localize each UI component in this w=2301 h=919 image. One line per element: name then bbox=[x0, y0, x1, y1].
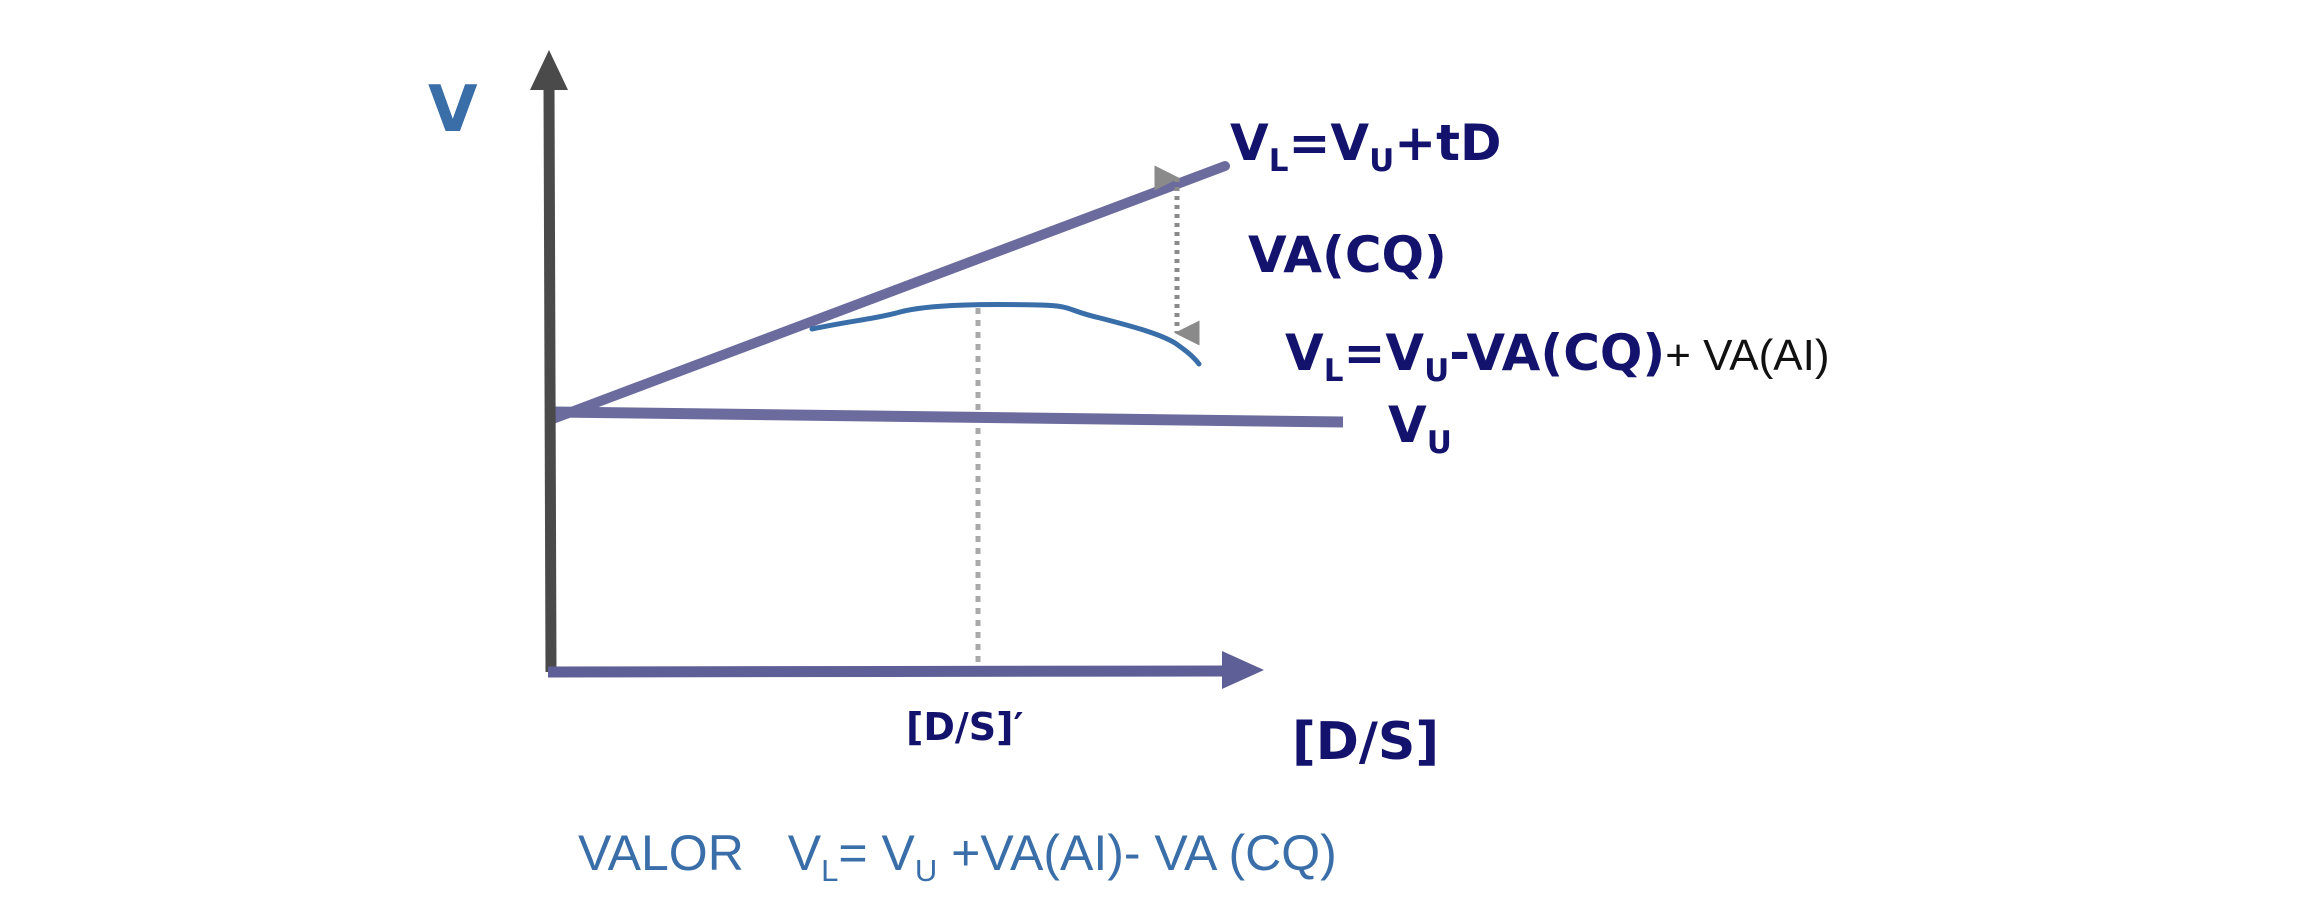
tax-shield-value-line bbox=[545, 161, 1230, 425]
curve-sub-u: U bbox=[1424, 352, 1450, 389]
optimum-label: [D/S]′ bbox=[906, 705, 1024, 749]
formula-sub-l: L bbox=[821, 852, 839, 888]
tax-rest: +tD bbox=[1394, 114, 1502, 172]
levered-curve-label: VL=VU-VA(CQ)+ VA(AI) bbox=[1285, 328, 1830, 386]
y-axis bbox=[543, 87, 557, 673]
curve-tail: + VA(AI) bbox=[1665, 331, 1830, 380]
cost-gap-label: VA(CQ) bbox=[1248, 226, 1447, 284]
formula-sub-u: U bbox=[914, 852, 938, 888]
x-axis-arrowhead bbox=[1222, 651, 1264, 689]
formula-word: VALOR bbox=[578, 825, 744, 881]
unlevered-line-label: VU bbox=[1388, 400, 1452, 458]
bottom-formula: VALOR VL= VU +VA(AI)- VA (CQ) bbox=[578, 825, 1337, 886]
y-axis-label: V bbox=[428, 73, 478, 147]
tax-sub-l: L bbox=[1268, 142, 1289, 179]
x-axis-label: [D/S] bbox=[1292, 712, 1440, 772]
curve-mid: -VA(CQ) bbox=[1449, 324, 1666, 382]
formula-rest: +VA(AI)- VA (CQ) bbox=[937, 825, 1337, 881]
curve-v: V bbox=[1285, 324, 1324, 382]
levered-value-curve bbox=[809, 302, 1202, 367]
unlev-sub-u: U bbox=[1426, 424, 1452, 461]
unlev-v: V bbox=[1388, 396, 1427, 454]
y-axis-arrowhead bbox=[530, 50, 568, 90]
curve-sub-l: L bbox=[1323, 352, 1344, 389]
curve-eq: =V bbox=[1343, 324, 1425, 382]
tax-sub-u: U bbox=[1369, 142, 1395, 179]
unlevered-value-line bbox=[552, 406, 1344, 428]
tax-shield-line-label: VL=VU+tD bbox=[1230, 118, 1502, 176]
x-axis bbox=[547, 665, 1229, 678]
tax-eq: =V bbox=[1288, 114, 1370, 172]
tax-v: V bbox=[1230, 114, 1269, 172]
formula-v1: V bbox=[787, 825, 822, 881]
formula-eq: = V bbox=[838, 825, 915, 881]
